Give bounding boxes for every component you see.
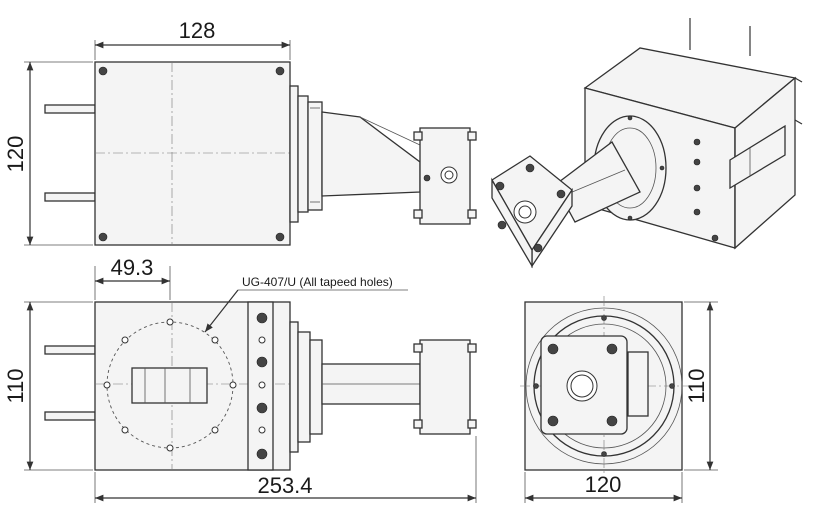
side-width-label: 120 [585, 472, 622, 497]
dim-side-height: 110 [684, 301, 718, 471]
top-view [44, 61, 477, 246]
dim-top-height: 120 [3, 61, 93, 246]
dim-total-length: 253.4 [94, 436, 477, 503]
offset-label: 49.3 [111, 255, 154, 280]
dim-front-height: 110 [3, 301, 93, 471]
total-length-label: 253.4 [257, 473, 312, 498]
side-view [520, 296, 690, 476]
side-height-label: 110 [684, 368, 709, 403]
flange-callout: UG-407/U (All tapeed holes) [204, 275, 408, 333]
top-width-label: 128 [179, 18, 216, 43]
front-view [44, 301, 477, 471]
dim-side-width: 120 [524, 472, 683, 503]
front-height-label: 110 [3, 368, 28, 403]
dim-top-width: 128 [94, 18, 291, 60]
top-height-label: 120 [3, 136, 28, 173]
isometric-view [491, 18, 803, 269]
dim-offset: 49.3 [94, 255, 171, 300]
flange-note: UG-407/U (All tapeed holes) [242, 275, 393, 289]
